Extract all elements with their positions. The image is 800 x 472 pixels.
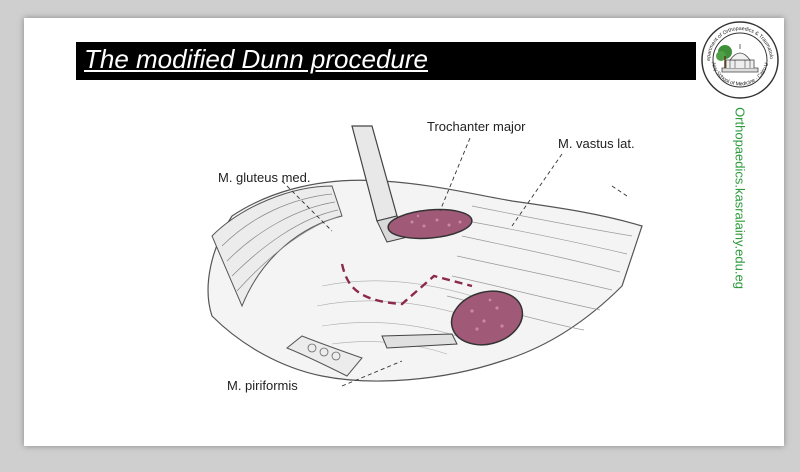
website-url: Orthopaedics.kasralainy.edu.eg xyxy=(732,107,748,289)
title-bar: The modified Dunn procedure xyxy=(76,42,696,80)
slide-title: The modified Dunn procedure xyxy=(84,44,428,74)
surgical-illustration: Trochanter major M. vastus lat. M. glute… xyxy=(207,119,643,393)
label-vastus-lateralis: M. vastus lat. xyxy=(558,136,635,151)
slide: The modified Dunn procedure Department o… xyxy=(24,18,784,446)
label-gluteus-medius: M. gluteus med. xyxy=(218,170,311,185)
label-trochanter-major: Trochanter major xyxy=(427,119,526,134)
label-piriformis: M. piriformis xyxy=(227,378,298,393)
department-seal-logo: Department of Orthopaedics & Traumatolog… xyxy=(700,20,779,99)
